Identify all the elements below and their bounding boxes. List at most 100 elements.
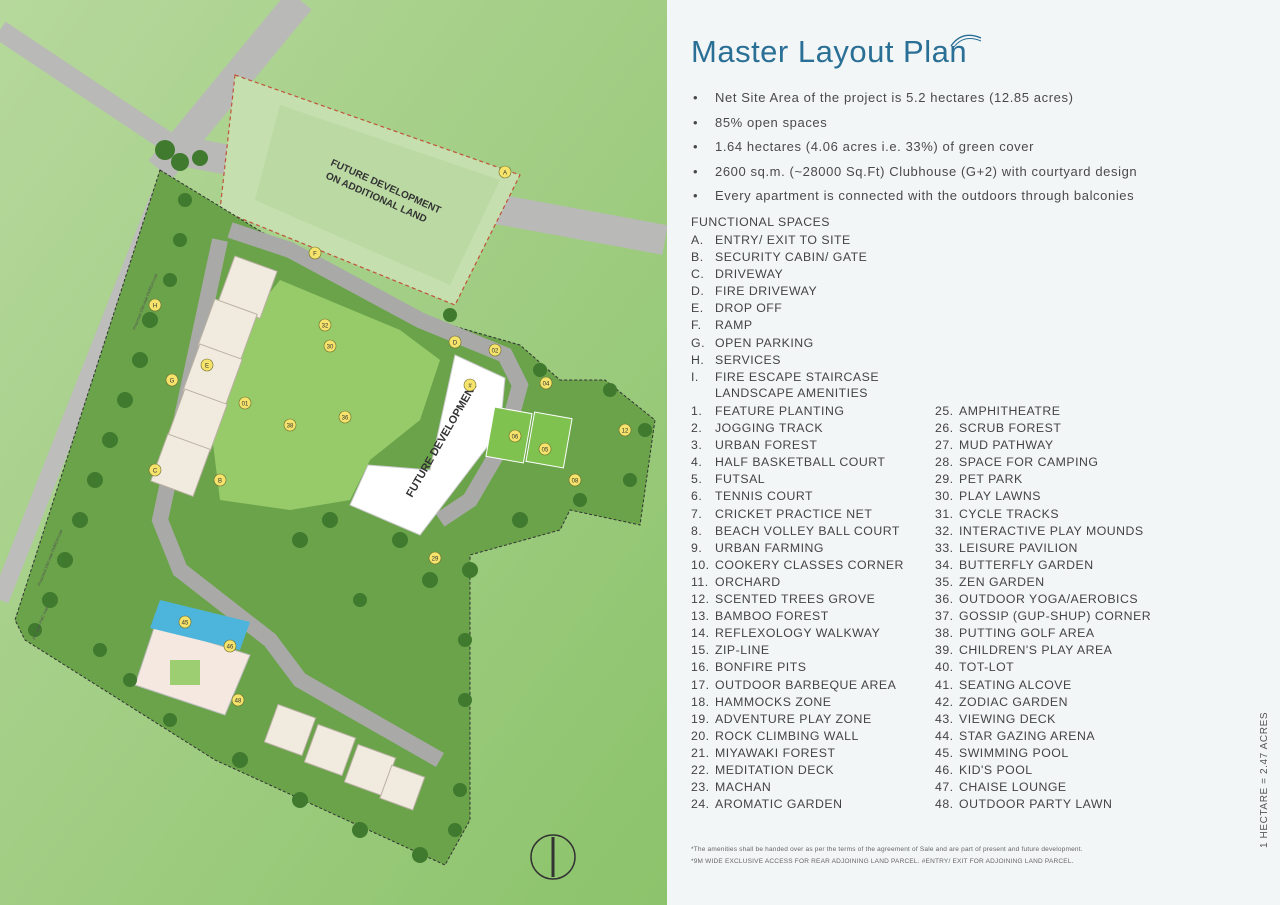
legend-label: TOT-LOT [959, 660, 1015, 675]
map-marker-label: 48 [235, 699, 242, 705]
map-marker: 32 [318, 318, 332, 332]
legend-label: MACHAN [715, 780, 772, 795]
legend-key: 46. [935, 762, 954, 777]
legend-key: 28. [935, 455, 954, 470]
map-marker-label: 46 [227, 645, 234, 651]
legend-label: OUTDOOR PARTY LAWN [959, 797, 1113, 812]
swoosh-logo-icon [950, 34, 982, 48]
map-marker-label: 05 [542, 448, 549, 454]
future-development-inner [255, 105, 500, 285]
legend-key: 44. [935, 728, 954, 743]
legend-item: B.SECURITY CABIN/ GATE [691, 249, 879, 266]
legend-item: 22.MEDITATION DECK [691, 762, 904, 779]
site-map: FUTURE DEVELOPMENT ON ADDITIONAL LAND FU… [0, 0, 667, 905]
map-marker-label: 38 [287, 424, 294, 430]
legend-label: OPEN PARKING [715, 335, 814, 350]
map-marker-label: # [468, 384, 472, 390]
legend-label: ZEN GARDEN [959, 574, 1045, 589]
legend-item: G.OPEN PARKING [691, 335, 879, 352]
legend-label: URBAN FARMING [715, 540, 824, 555]
north-arrow [530, 834, 576, 880]
legend-item: A.ENTRY/ EXIT TO SITE [691, 232, 879, 249]
page-title: Master Layout Plan [691, 34, 968, 69]
map-marker: 46 [223, 639, 237, 653]
map-marker: C [148, 463, 162, 477]
map-marker: 05 [538, 442, 552, 456]
highlight-item: Net Site Area of the project is 5.2 hect… [691, 88, 1137, 113]
legend-label: ZIP-LINE [715, 643, 770, 658]
legend-item: 27. MUD PATHWAY [935, 437, 1151, 454]
legend-key: 42. [935, 694, 954, 709]
legend-label: FUTSAL [715, 472, 766, 487]
map-marker-label: 02 [492, 349, 499, 355]
legend-key: 24. [691, 797, 710, 812]
legend-item: 39.CHILDREN'S PLAY AREA [935, 642, 1151, 659]
legend-key: 19. [691, 711, 710, 726]
legend-label: DROP OFF [715, 301, 783, 316]
legend-item: 41.SEATING ALCOVE [935, 677, 1151, 694]
legend-item: D.FIRE DRIVEWAY [691, 283, 879, 300]
legend-label: STAR GAZING ARENA [959, 728, 1096, 743]
legend-item: 40. TOT-LOT [935, 659, 1151, 676]
legend-item: 19.ADVENTURE PLAY ZONE [691, 711, 904, 728]
scale-note-text: 1 HECTARE = 2.47 ACRES [1259, 711, 1270, 848]
legend-label: CHAISE LOUNGE [959, 780, 1067, 795]
clubhouse-courtyard [170, 660, 200, 685]
legend-key: 34. [935, 557, 954, 572]
legend-label: DRIVEWAY [715, 267, 784, 282]
legend-label: SPACE FOR CAMPING [959, 455, 1099, 470]
legend-item: 7.CRICKET PRACTICE NET [691, 506, 904, 523]
functional-spaces-heading: FUNCTIONAL SPACES [691, 215, 831, 229]
legend-item: C.DRIVEWAY [691, 266, 879, 283]
legend-key: 36. [935, 592, 954, 607]
tree-cover [28, 140, 652, 863]
legend-label: PUTTING GOLF AREA [959, 626, 1095, 641]
internal-driveway [227, 222, 529, 527]
map-marker: F [308, 246, 322, 260]
legend-item: 42.ZODIAC GARDEN [935, 694, 1151, 711]
legend-item: 12.SCENTED TREES GROVE [691, 591, 904, 608]
legend-key: 14. [691, 626, 710, 641]
legend-label: BUTTERFLY GARDEN [959, 557, 1094, 572]
legend-item: 25.AMPHITHEATRE [935, 403, 1151, 420]
map-marker: 12 [618, 423, 632, 437]
residential-towers [150, 255, 426, 811]
legend-key: 27. [935, 438, 954, 453]
highlight-item: 85% open spaces [691, 113, 1137, 138]
map-marker-label: H [153, 304, 157, 310]
legend-key: 6. [691, 489, 703, 504]
legend-item: 32.INTERACTIVE PLAY MOUNDS [935, 523, 1151, 540]
legend-label: INTERACTIVE PLAY MOUNDS [959, 523, 1144, 538]
legend-key: 11. [691, 574, 709, 589]
legend-item: 31.CYCLE TRACKS [935, 506, 1151, 523]
map-marker: 30 [323, 339, 337, 353]
legend-key: 18. [691, 694, 710, 709]
legend-item: 46.KID'S POOL [935, 762, 1151, 779]
highlight-item: 1.64 hectares (4.06 acres i.e. 33%) of g… [691, 137, 1137, 162]
map-marker-label: 32 [322, 324, 329, 330]
project-highlights: Net Site Area of the project is 5.2 hect… [691, 88, 1137, 211]
legend-label: FIRE DRIVEWAY [715, 284, 818, 299]
legend-key: 4. [691, 455, 703, 470]
legend-key: 26. [935, 421, 954, 436]
map-marker-label: 29 [432, 557, 439, 563]
map-marker: 48 [231, 693, 245, 707]
legend-label: OUTDOOR YOGA/AEROBICS [959, 592, 1139, 607]
legend-key: 7. [691, 506, 703, 521]
legend-item: 4.HALF BASKETBALL COURT [691, 454, 904, 471]
legend-label: COOKERY CLASSES CORNER [715, 557, 904, 572]
future-development-block [349, 354, 506, 536]
legend-key: E. [691, 301, 704, 316]
legend-item: E. DROP OFF [691, 300, 879, 317]
map-marker-label: 30 [327, 345, 334, 351]
map-marker-label: 06 [512, 435, 519, 441]
legend-key: 41. [935, 677, 954, 692]
legend-key: I. [691, 369, 699, 384]
legend-key: 40. [935, 660, 954, 675]
map-marker: B [213, 473, 227, 487]
legend-key: 5. [691, 472, 703, 487]
legend-label: MUD PATHWAY [959, 438, 1054, 453]
legend-label: FIRE ESCAPE STAIRCASE [715, 369, 880, 384]
legend-label: ENTRY/ EXIT TO SITE [715, 233, 851, 247]
